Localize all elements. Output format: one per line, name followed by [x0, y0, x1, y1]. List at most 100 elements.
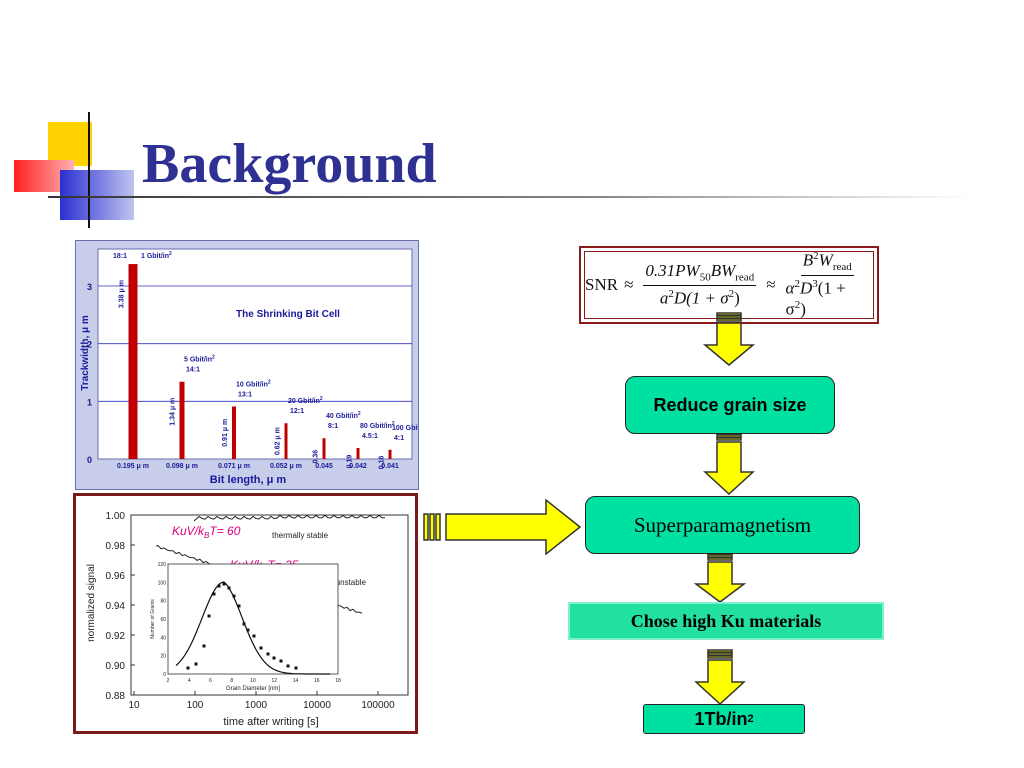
inset-data-point	[259, 646, 263, 650]
inset-data-point	[279, 659, 283, 663]
formula-num2-tail: W	[818, 250, 833, 270]
bit-cell-density-sup: 2	[212, 355, 215, 361]
inset-xtick: 16	[314, 678, 320, 684]
inset-data-point	[237, 604, 241, 608]
inset-frame	[167, 563, 339, 675]
arrow-super-to-ku-stripe	[707, 557, 733, 561]
formula-num1: 0.31PW	[645, 260, 700, 280]
inset-data-point	[266, 652, 270, 656]
formula-lhs: SNR	[585, 275, 619, 294]
arrow-reduce-to-super	[703, 441, 755, 496]
inset-data-point	[294, 666, 298, 670]
inset-ytick: 20	[160, 654, 166, 660]
bit-cell-ratio-label: 12:1	[290, 408, 304, 415]
bit-cell-ytick: 2	[87, 340, 92, 350]
signal-xtick: 1000	[245, 700, 268, 711]
inset-ytick: 100	[158, 580, 167, 586]
inset-ytick: 0	[163, 672, 166, 678]
arrow-ku-to-density-stripe	[707, 649, 733, 653]
bit-cell-trackwidth-label: 0.62 μ m	[275, 427, 282, 455]
inset-data-point	[202, 644, 206, 648]
high-ku-materials-box: Chose high Ku materials	[568, 602, 884, 640]
inset-data-point	[217, 584, 221, 588]
arrow-ku-to-density	[694, 659, 746, 706]
formula-den1-a: a	[659, 289, 669, 309]
arrow-ku-to-density-stripe	[707, 652, 733, 656]
arrow-reduce-to-super-stripe	[716, 437, 742, 441]
arrow-formula-to-reduce-stripe	[716, 312, 742, 316]
inset-data-point	[252, 634, 256, 638]
arrow-chart-to-super	[445, 498, 582, 556]
bit-cell-title: The Shrinking Bit Cell	[236, 309, 340, 320]
bit-cell-density-sup: 2	[268, 380, 271, 386]
formula-num2: B	[802, 250, 814, 270]
bit-cell-bar	[356, 448, 360, 459]
formula-approx-2: ≈	[766, 275, 776, 294]
bit-cell-bitlength-label: 0.098 μ m	[166, 463, 198, 470]
bit-cell-density-label: 5 Gbit/in2	[184, 355, 215, 364]
inset-ytick: 40	[160, 635, 166, 641]
arrow-right-stripe	[435, 513, 441, 541]
inset-data-point	[207, 614, 211, 618]
inset-ytick: 60	[160, 617, 166, 623]
bit-cell-ratio-label: 13:1	[238, 392, 252, 399]
snr-formula-box: SNR ≈ 0.31PW50BWread a2D(1 + σ2) ≈ B2Wre…	[579, 246, 879, 324]
signal-ytick: 0.88	[106, 691, 126, 702]
bit-cell-bitlength-label: 0.052 μ m	[270, 463, 302, 470]
signal-ytick: 0.92	[106, 631, 126, 642]
bit-cell-ylabel: Trackwidth, μ m	[80, 315, 91, 391]
inset-data-point	[222, 582, 226, 586]
signal-label-stable-sub: B	[204, 531, 210, 540]
formula-num2-sq: 2	[813, 250, 819, 263]
formula-num1-sub: 50	[699, 271, 711, 284]
reduce-grain-size-box: Reduce grain size	[625, 376, 835, 434]
inset-ytick: 120	[158, 562, 167, 568]
bit-cell-ratio-label: 4.5:1	[362, 433, 378, 440]
inset-data-point	[242, 622, 246, 626]
bit-cell-density-label: 10 Gbit/in2	[236, 380, 271, 389]
signal-xtick: 100	[187, 700, 204, 711]
arrow-formula-to-reduce-stripe	[716, 315, 742, 319]
signal-ytick: 0.94	[106, 601, 126, 612]
inset-xtick: 14	[293, 678, 299, 684]
inset-data-point	[212, 592, 216, 596]
formula-fraction-2: B2Wread α2D3(1 + σ2)	[786, 250, 869, 319]
formula-den2-a: α	[785, 279, 795, 299]
signal-xtick: 10000	[303, 700, 331, 711]
bit-cell-xlabel: Bit length, μ m	[210, 474, 287, 486]
bit-cell-ratio-label: 8:1	[328, 423, 338, 430]
bit-cell-bar	[388, 449, 392, 459]
bit-cell-ytick: 0	[87, 455, 92, 465]
bit-cell-bar	[179, 381, 185, 459]
arrow-formula-to-reduce-stripe	[716, 318, 742, 322]
inset-data-point	[194, 662, 198, 666]
arrow-right-stripe	[423, 513, 429, 541]
bit-cell-ratio-label: 4:1	[394, 435, 404, 442]
bit-cell-bitlength-label: 0.071 μ m	[218, 463, 250, 470]
inset-data-point	[286, 664, 290, 668]
bit-cell-ytick: 3	[87, 282, 92, 292]
signal-note-stable: thermally stable	[272, 531, 329, 540]
bit-cell-ratio-label: 18:1	[113, 253, 127, 260]
bit-cell-trackwidth-label: 3.38 μ m	[119, 280, 126, 308]
inset-data-point	[186, 666, 190, 670]
inset-data-point	[232, 594, 236, 598]
inset-xtick: 8	[230, 678, 233, 684]
bit-cell-density-label: 80 Gbit/in2	[360, 421, 395, 430]
density-target-sup: 2	[747, 713, 754, 725]
formula-den2-c: (1 + σ	[785, 279, 846, 319]
bit-cell-trackwidth-label: 1.34 μ m	[170, 398, 177, 426]
signal-xlabel: time after writing [s]	[223, 716, 318, 728]
bit-cell-trackwidth-label: 0.19	[347, 455, 354, 469]
bit-cell-ytick: 1	[87, 397, 92, 407]
bit-cell-density-label: 20 Gbit/in2	[288, 396, 323, 405]
signal-xtick: 10	[128, 700, 140, 711]
signal-ytick: 1.00	[106, 511, 126, 522]
signal-ylabel: normalized signal	[86, 564, 97, 642]
bit-cell-bitlength-label: 0.041	[381, 463, 399, 470]
bit-cell-bar	[322, 438, 326, 459]
signal-xtick: 100000	[361, 700, 395, 711]
